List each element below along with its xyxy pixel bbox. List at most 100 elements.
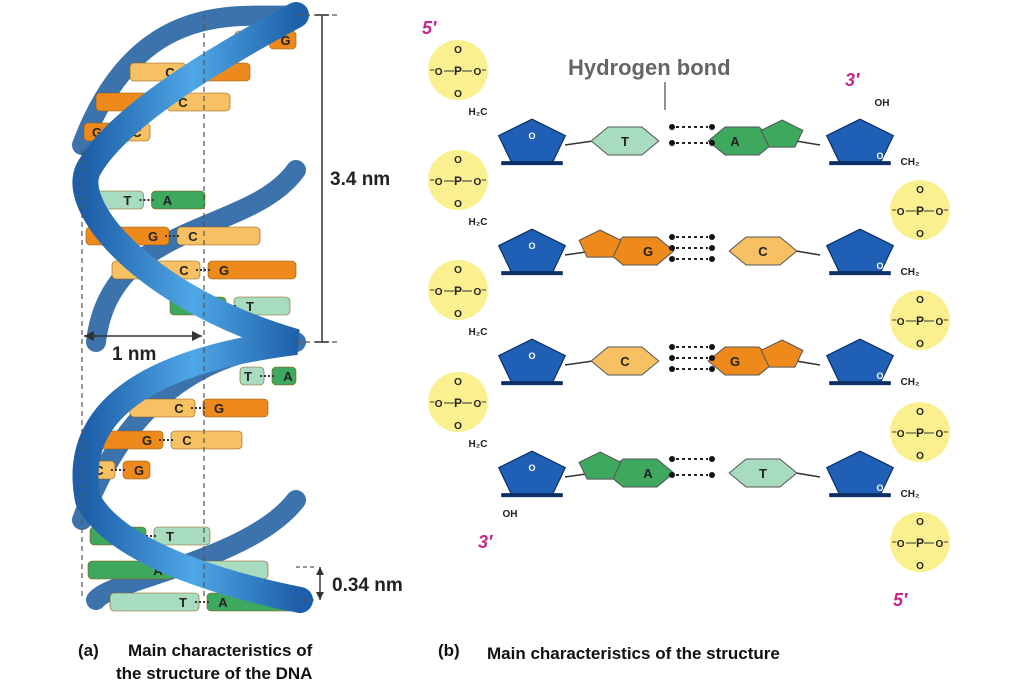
- phosphate-halo: [428, 372, 488, 432]
- hbond-atom: [709, 256, 715, 262]
- sugar-right-group: CH₂: [901, 157, 920, 168]
- hbond-atom: [669, 456, 675, 462]
- sugar-left-oxygen: O: [528, 131, 535, 141]
- caption-b: Main characteristics of the structure: [487, 644, 780, 663]
- phosphate-o-right: O⁻: [935, 207, 948, 218]
- hbond-atom: [709, 456, 715, 462]
- base-left-letter: T: [621, 134, 629, 149]
- phosphate-o-left: ⁻O: [891, 317, 904, 328]
- phosphate-halo: [890, 180, 950, 240]
- sugar-right-oxygen: O: [876, 151, 883, 161]
- hbond-atom: [669, 256, 675, 262]
- helix-base-left-letter: T: [244, 369, 252, 384]
- dim-width-label: 1 nm: [112, 344, 156, 365]
- sugar-left-group: H₂C: [469, 327, 488, 338]
- phosphate-halo: [890, 402, 950, 462]
- hbond-atom: [709, 124, 715, 130]
- helix-base-right-letter: T: [166, 529, 174, 544]
- phosphate-o-right: O⁻: [473, 67, 486, 78]
- ladder-row: O O H₂C CH₂ G C: [469, 217, 920, 278]
- base-right: [728, 236, 798, 266]
- helix-base-right-letter: C: [178, 95, 188, 110]
- base-right-letter: T: [759, 466, 767, 481]
- base-right-ring5: [760, 119, 804, 148]
- helix-base-right: [151, 190, 206, 210]
- hbond-atom: [669, 472, 675, 478]
- phosphate-halo: [428, 260, 488, 320]
- helix-base-left-letter: C: [165, 65, 175, 80]
- dim-turn-bg: [328, 165, 410, 191]
- base-left-ring5: [578, 229, 622, 258]
- dim-turn-label: 3.4 nm: [330, 169, 390, 190]
- phosphate-o-top: O: [454, 377, 462, 388]
- sugar-left-group: H₂C: [469, 439, 488, 450]
- base-right-ring6: [707, 126, 777, 156]
- sugar-right-oxygen: O: [876, 261, 883, 271]
- phosphate-halo: [428, 40, 488, 100]
- phosphate-p: P: [454, 64, 462, 78]
- helix-base-right-letter: G: [219, 263, 229, 278]
- phosphate-o-top: O: [454, 265, 462, 276]
- phosphate-o-top: O: [916, 295, 924, 306]
- hbond-atom: [669, 140, 675, 146]
- phosphate-o-top: O: [454, 45, 462, 56]
- phosphate-o-left: ⁻O: [429, 399, 442, 410]
- helix-base-right-letter: C: [188, 229, 198, 244]
- phosphate-p: P: [916, 314, 924, 328]
- helix-base-left-letter: C: [179, 263, 189, 278]
- hbond-atom: [709, 472, 715, 478]
- sugar-right-group: CH₂: [901, 267, 920, 278]
- helix-base-right-letter: A: [163, 193, 173, 208]
- helix-base-left-letter: G: [142, 433, 152, 448]
- phosphate-o-right: O⁻: [473, 177, 486, 188]
- base-left-letter: G: [643, 244, 653, 259]
- sugar-left-oxygen: O: [528, 241, 535, 251]
- phosphate-halo: [890, 512, 950, 572]
- phosphate-p: P: [916, 536, 924, 550]
- phosphate-o-bottom: O: [454, 89, 462, 100]
- phosphate-o-left: ⁻O: [429, 287, 442, 298]
- base-right-letter: A: [730, 134, 740, 149]
- phosphate-o-bottom: O: [916, 229, 924, 240]
- caption-a-line1: Main characteristics of: [128, 641, 313, 660]
- phosphate-o-top: O: [916, 407, 924, 418]
- phosphate-p: P: [454, 174, 462, 188]
- phosphate-o-top: O: [454, 155, 462, 166]
- helix-base-right-letter: G: [134, 463, 144, 478]
- base-right-letter: C: [758, 244, 768, 259]
- helix-base-right-letter: A: [218, 595, 228, 610]
- phosphate-o-bottom: O: [454, 421, 462, 432]
- hbond-atom: [709, 366, 715, 372]
- phosphate-o-left: ⁻O: [429, 177, 442, 188]
- dim-width-arrow-right: [192, 331, 202, 341]
- sugar-left-oxygen: O: [528, 463, 535, 473]
- hbond-atom: [669, 234, 675, 240]
- end-label-top-right: 3′: [845, 70, 860, 90]
- sugar-left-group: H₂C: [469, 217, 488, 228]
- hydroxyl-bottom-left: OH: [503, 509, 518, 520]
- end-label-top-left: 5′: [422, 18, 437, 38]
- helix-base-left-letter: C: [174, 401, 184, 416]
- phosphate-o-left: ⁻O: [891, 207, 904, 218]
- base-right-ring5: [760, 339, 804, 368]
- caption-a-line2: the structure of the DNA: [116, 664, 313, 683]
- base-right-ring6: [707, 346, 777, 376]
- sugar-right-group: CH₂: [901, 377, 920, 388]
- hbond-atom: [669, 245, 675, 251]
- phosphate-p: P: [454, 396, 462, 410]
- base-right-letter: G: [730, 354, 740, 369]
